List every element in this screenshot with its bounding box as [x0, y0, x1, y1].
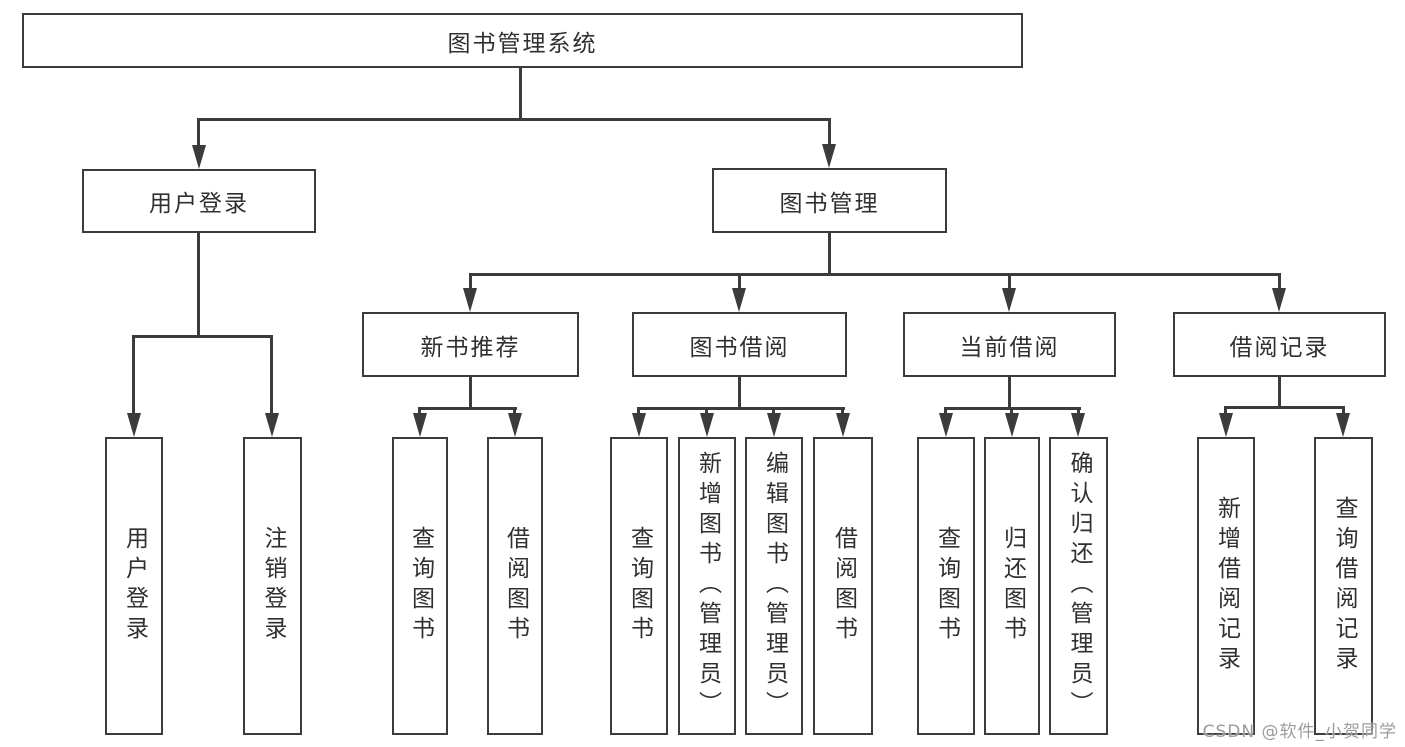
connector-line — [197, 118, 200, 147]
node-logout: 注销登录 — [243, 437, 302, 735]
connector-line — [1278, 273, 1281, 290]
node-borrowing-edit-books-admin: 编辑图书（管理员） — [745, 437, 803, 735]
connector-line — [828, 118, 831, 147]
watermark: CSDN @软件_小贺同学 — [1202, 722, 1397, 742]
node-user-login: 用户登录 — [105, 437, 163, 735]
connector-line — [841, 407, 844, 415]
node-book-borrowing: 图书借阅 — [632, 312, 847, 377]
connector-line — [738, 377, 741, 407]
connector-line — [197, 233, 200, 335]
connector-line — [1010, 407, 1013, 415]
connector-line — [1077, 407, 1080, 415]
arrowhead — [127, 413, 141, 437]
connector-line — [1008, 377, 1011, 407]
connector-line — [1224, 406, 1227, 415]
node-records-query-borrow-record: 查询借阅记录 — [1314, 437, 1373, 735]
arrowhead — [413, 413, 427, 437]
node-current-confirm-return-admin: 确认归还（管理员） — [1049, 437, 1108, 735]
arrowhead — [1219, 413, 1233, 437]
node-newrec-borrow-books: 借阅图书 — [487, 437, 543, 735]
arrowhead — [265, 413, 279, 437]
arrowhead — [508, 413, 522, 437]
arrowhead — [632, 413, 646, 437]
arrowhead — [822, 144, 836, 168]
connector-line — [705, 407, 708, 415]
connector-line — [132, 335, 135, 415]
node-current-borrowing: 当前借阅 — [903, 312, 1116, 377]
node-library-management-system: 图书管理系统 — [22, 13, 1023, 68]
arrowhead — [939, 413, 953, 437]
node-newrec-query-books: 查询图书 — [392, 437, 448, 735]
node-current-query-books: 查询图书 — [917, 437, 975, 735]
arrowhead — [732, 288, 746, 312]
node-new-book-recommend: 新书推荐 — [362, 312, 579, 377]
connector-line — [944, 407, 947, 415]
connector-line — [828, 233, 831, 273]
connector-line — [1278, 377, 1281, 406]
connector-line — [738, 273, 741, 290]
node-records-add-borrow-record: 新增借阅记录 — [1197, 437, 1255, 735]
node-borrowing-add-books-admin: 新增图书（管理员） — [678, 437, 736, 735]
connector-line — [1342, 406, 1345, 415]
arrowhead — [700, 413, 714, 437]
connector-line — [469, 377, 472, 407]
arrowhead — [1005, 413, 1019, 437]
connector-line — [637, 407, 845, 410]
connector-line — [637, 407, 640, 415]
connector-line — [772, 407, 775, 415]
connector-line — [418, 407, 517, 410]
node-current-return-books: 归还图书 — [984, 437, 1040, 735]
connector-line — [469, 273, 472, 290]
node-borrowing-query-books: 查询图书 — [610, 437, 668, 735]
arrowhead — [767, 413, 781, 437]
arrowhead — [1272, 288, 1286, 312]
arrowhead — [463, 288, 477, 312]
connector-line — [1008, 273, 1011, 290]
arrowhead — [1071, 413, 1085, 437]
connector-line — [270, 335, 273, 415]
arrowhead — [836, 413, 850, 437]
arrowhead — [1336, 413, 1350, 437]
arrowhead — [192, 145, 206, 169]
connector-line — [519, 68, 522, 118]
node-borrowing-borrow-books: 借阅图书 — [813, 437, 873, 735]
connector-line — [132, 335, 273, 338]
connector-line — [1224, 406, 1345, 409]
node-user-login-group: 用户登录 — [82, 169, 316, 233]
arrowhead — [1002, 288, 1016, 312]
connector-line — [513, 407, 516, 415]
connector-line — [469, 273, 1280, 276]
node-borrow-records: 借阅记录 — [1173, 312, 1386, 377]
node-book-management: 图书管理 — [712, 168, 947, 233]
connector-line — [197, 118, 831, 121]
connector-line — [418, 407, 421, 415]
